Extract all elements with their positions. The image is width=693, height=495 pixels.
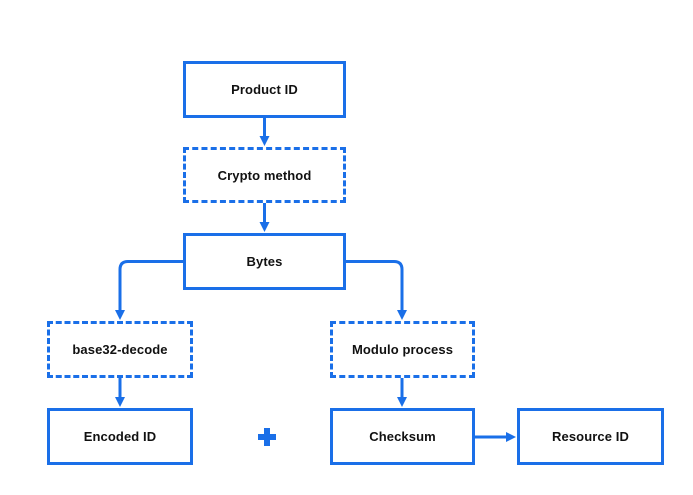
node-resource-id: Resource ID bbox=[517, 408, 664, 465]
node-modulo-process: Modulo process bbox=[330, 321, 475, 378]
node-crypto-method-label: Crypto method bbox=[217, 167, 312, 183]
node-bytes-label: Bytes bbox=[246, 254, 283, 269]
node-product-id-label: Product ID bbox=[231, 82, 298, 97]
node-base32-decode: base32-decode bbox=[47, 321, 193, 378]
node-resource-id-label: Resource ID bbox=[552, 429, 629, 444]
node-product-id: Product ID bbox=[183, 61, 346, 118]
node-base32-decode-label: base32-decode bbox=[72, 342, 168, 357]
arrow-bytes-to-modulo bbox=[346, 260, 407, 320]
arrow-bytes-to-base32 bbox=[115, 260, 183, 320]
node-modulo-process-label: Modulo process bbox=[351, 342, 454, 357]
plus-icon bbox=[258, 428, 276, 446]
node-checksum: Checksum bbox=[330, 408, 475, 465]
node-crypto-method: Crypto method bbox=[183, 147, 346, 203]
node-encoded-id: Encoded ID bbox=[47, 408, 193, 465]
node-encoded-id-label: Encoded ID bbox=[83, 429, 157, 444]
node-checksum-label: Checksum bbox=[369, 429, 436, 444]
node-bytes: Bytes bbox=[183, 233, 346, 290]
